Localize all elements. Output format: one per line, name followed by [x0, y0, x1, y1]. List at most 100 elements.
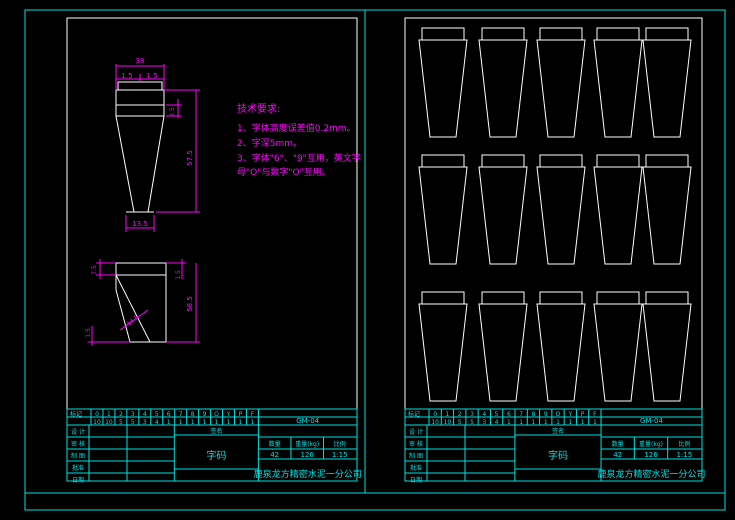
char-count-cell: 5 [470, 419, 474, 426]
staff-role-label: 审 核 [409, 440, 423, 448]
company-name: 鹿泉龙方精密水泥一分公司 [598, 468, 706, 480]
char-count-cell: 1 [227, 419, 231, 426]
info-header: 重量(kg) [295, 440, 319, 448]
char-count-cell: 1 [191, 419, 195, 426]
char-cell: 9 [544, 411, 548, 418]
staff-role-label: 设 计 [71, 428, 85, 436]
staff-role-label: 审 核 [71, 440, 85, 448]
char-cell: 3 [131, 411, 135, 418]
char-count-cell: 1 [507, 419, 511, 426]
char-count-cell: 1 [203, 419, 207, 426]
right-sheet-frame [364, 9, 726, 494]
piece-outline [642, 291, 692, 402]
right-sheet-border [404, 17, 703, 482]
info-header: 比例 [334, 440, 346, 448]
char-cell: 6 [167, 411, 171, 418]
piece-outline [478, 291, 528, 402]
char-count-cell: 4 [495, 419, 499, 426]
char-cell: Y [567, 411, 572, 418]
dim-top-width: 38 [136, 57, 145, 65]
char-cell: 6 [507, 411, 511, 418]
front-view [115, 81, 165, 213]
tech-line-1: 1、字体高度误差值0.2mm。 [237, 122, 356, 134]
char-cell: F [593, 411, 597, 418]
dim-side-top: 7.5 [91, 265, 98, 275]
dim-body-height: 57.5 [186, 150, 194, 166]
char-cell: 7 [519, 411, 523, 418]
dim-bottom-width: 13.5 [132, 220, 148, 228]
rev-header-label: 标记 [408, 410, 420, 418]
tech-line-3: 3、字体"6"、"9"互用，英文字 [237, 152, 361, 164]
info-header: 比例 [678, 440, 690, 448]
char-count-cell: 10 [105, 419, 113, 426]
drawing-number: GM-04 [296, 417, 319, 425]
char-cell: 8 [191, 411, 195, 418]
info-value: 1:15 [332, 451, 348, 459]
char-cell: 8 [532, 411, 536, 418]
info-header: 重量(kg) [639, 440, 663, 448]
staff-role-label: 制 图 [71, 452, 85, 460]
piece-outline [478, 27, 528, 138]
char-cell: 5 [155, 411, 159, 418]
dim-half-left: 1.5 [121, 72, 132, 80]
dim-side-bottom: 1.5 [85, 328, 92, 338]
piece-outline [593, 27, 643, 138]
char-count-cell: 1 [593, 419, 597, 426]
staff-role-label: 日期 [410, 476, 422, 484]
char-count-cell: 1 [239, 419, 243, 426]
side-view [115, 262, 167, 343]
staff-role-label: 批准 [72, 464, 84, 472]
staff-role-label: 批准 [410, 464, 422, 472]
char-cell: 9 [203, 411, 207, 418]
rev-header-label: 标记 [70, 410, 82, 418]
char-count-cell: 1 [556, 419, 560, 426]
staff-role-label: 日期 [72, 476, 84, 484]
char-cell: 0 [95, 411, 99, 418]
piece-outline [536, 291, 586, 402]
part-name: 字码 [548, 449, 568, 462]
tech-line-2: 2、字深5mm。 [237, 137, 302, 149]
piece-outline [642, 27, 692, 138]
char-cell: 5 [495, 411, 499, 418]
info-value: 42 [270, 451, 279, 459]
char-count-cell: 4 [155, 419, 159, 426]
char-count-cell: 1 [167, 419, 171, 426]
char-cell: 3 [470, 411, 474, 418]
info-value: 42 [613, 451, 622, 459]
dim-side-height: 58.5 [186, 296, 194, 312]
piece-outline [536, 27, 586, 138]
char-count-cell: 1 [581, 419, 585, 426]
char-cell: O [556, 411, 561, 418]
info-header: 数量 [269, 440, 281, 448]
char-count-cell: 10 [431, 419, 439, 426]
company-name: 鹿泉龙方精密水泥一分公司 [254, 468, 362, 480]
char-count-cell: 1 [519, 419, 523, 426]
char-count-cell: 1 [532, 419, 536, 426]
char-count-cell: 3 [143, 419, 147, 426]
char-cell: 2 [458, 411, 462, 418]
layout-pieces-grid [418, 27, 692, 402]
signature-label: 签名 [552, 427, 564, 435]
info-value: 126 [644, 451, 658, 459]
char-cell: 0 [433, 411, 437, 418]
piece-outline [593, 154, 643, 265]
char-count-cell: 3 [482, 419, 486, 426]
piece-outline [478, 154, 528, 265]
char-count-cell: 5 [458, 419, 462, 426]
char-count-cell: 1 [544, 419, 548, 426]
piece-outline [418, 27, 468, 138]
signature-label: 签名 [210, 427, 222, 435]
side-view-dimensions [88, 259, 200, 346]
char-count-cell: 1 [215, 419, 219, 426]
part-name: 字码 [206, 449, 226, 462]
info-value: 126 [301, 451, 315, 459]
dim-cap-height: 2.5 [169, 107, 176, 117]
staff-role-label: 设 计 [409, 428, 423, 436]
piece-outline [418, 291, 468, 402]
char-cell: P [239, 411, 243, 418]
char-count-cell: 1 [179, 419, 183, 426]
char-cell: 1 [446, 411, 450, 418]
